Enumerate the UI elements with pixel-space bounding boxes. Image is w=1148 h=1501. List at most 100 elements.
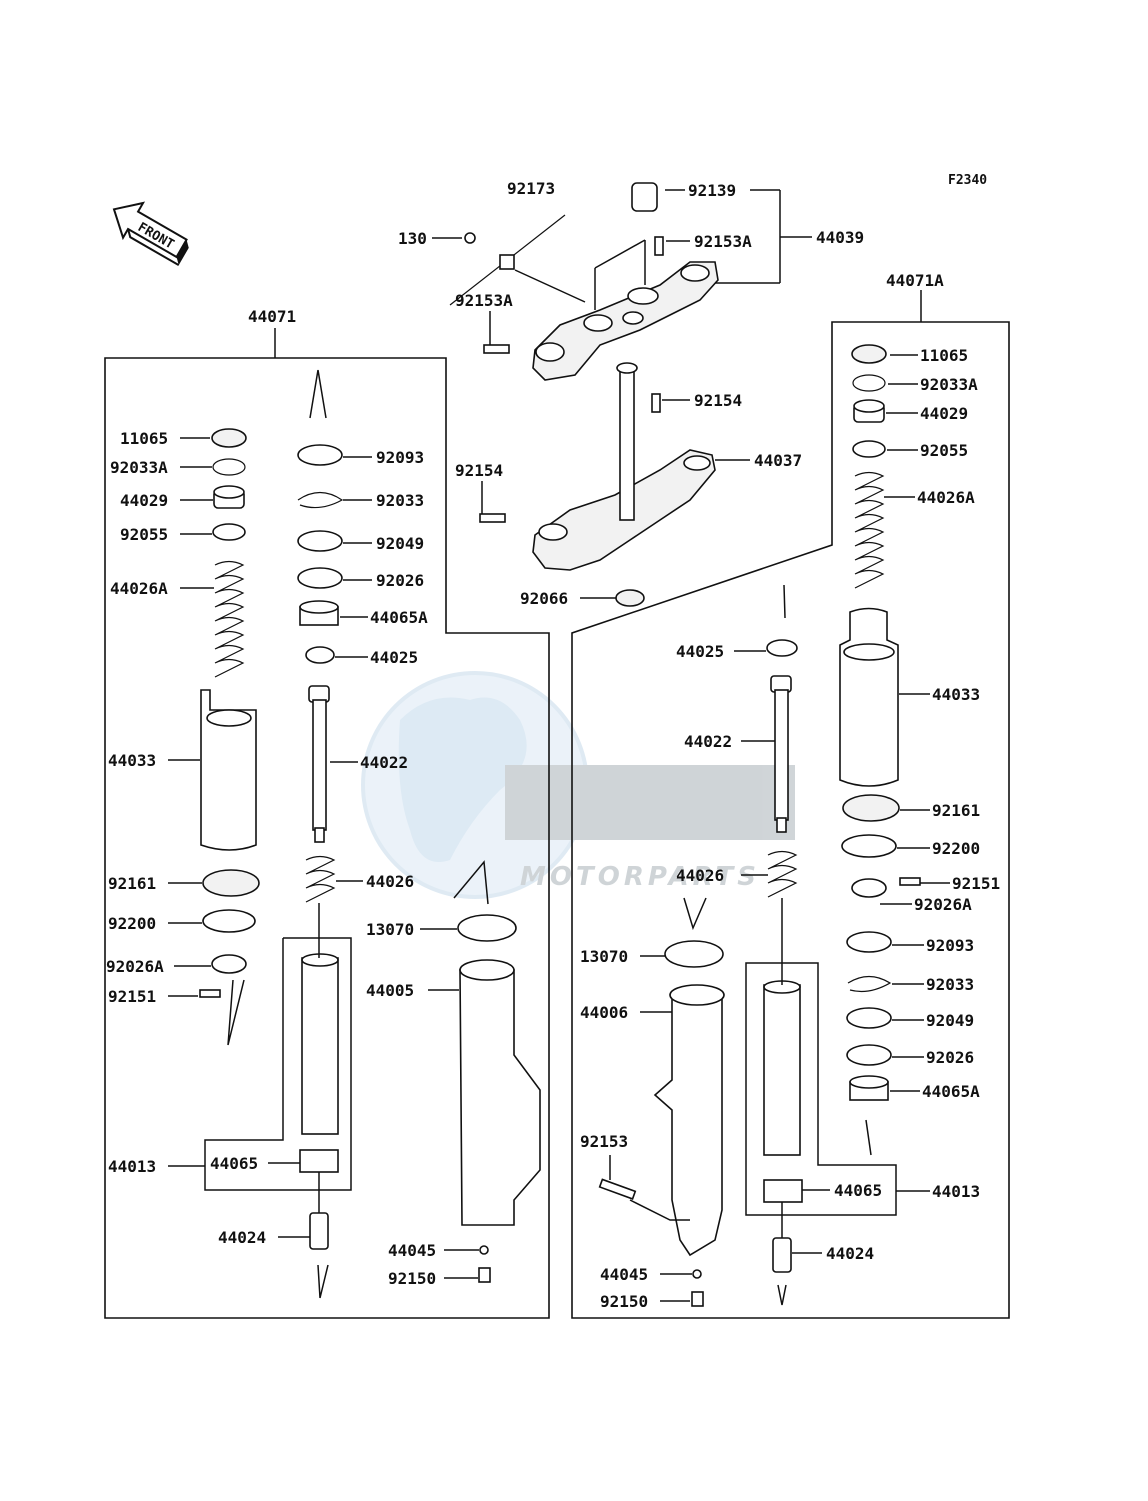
- label-11065-left: 11065: [120, 429, 168, 448]
- label-92153-right: 92153: [580, 1132, 628, 1151]
- label-92139: 92139: [688, 181, 736, 200]
- label-44026-right: 44026: [676, 866, 724, 885]
- label-92033-left: 92033: [376, 491, 424, 510]
- tube-44033-right: [839, 607, 899, 787]
- inner-tube-right: [763, 980, 801, 1156]
- label-92154-a: 92154: [694, 391, 742, 410]
- label-44029-right: 44029: [920, 404, 968, 423]
- lock-44024-right: [772, 1237, 792, 1273]
- watermark-sub: MOTORPARTS: [520, 862, 760, 892]
- label-92026A-right: 92026A: [914, 895, 972, 914]
- label-92173: 92173: [507, 179, 555, 198]
- bolt-92151-right: [899, 877, 921, 886]
- bolt-92150-left: [478, 1267, 491, 1283]
- bolt-92153-right: [598, 1178, 637, 1200]
- label-92153A-b: 92153A: [455, 291, 513, 310]
- oring-92033A-right: [852, 374, 886, 392]
- inner-tube-left: [301, 953, 339, 1135]
- label-44026A-right: 44026A: [917, 488, 975, 507]
- outer-tube-44005: [459, 959, 541, 1226]
- label-92055-right: 92055: [920, 441, 968, 460]
- front-arrow-icon: FRONT: [112, 201, 189, 267]
- spring-44026-left: [305, 855, 336, 903]
- label-44026-left: 44026: [366, 872, 414, 891]
- label-44029-left: 44029: [120, 491, 168, 510]
- spring-44026A-right: [854, 471, 885, 589]
- piston-44022-left: [308, 685, 330, 843]
- upper-triple-clamp: [532, 261, 719, 381]
- lock-44024-left: [309, 1212, 329, 1250]
- label-44013-left: 44013: [108, 1157, 156, 1176]
- oring-13070-left: [457, 914, 517, 942]
- bolt-92154-b: [479, 513, 506, 523]
- oring-92055-right: [852, 440, 886, 458]
- bolt-92154-a: [651, 393, 661, 413]
- label-92200-right: 92200: [932, 839, 980, 858]
- label-130: 130: [398, 229, 427, 248]
- tube-44033-left: [200, 689, 257, 851]
- bolt-130: [464, 232, 476, 244]
- label-44033-right: 44033: [932, 685, 980, 704]
- right-fork-group-box: [571, 321, 1010, 1319]
- seal-92049-right: [846, 1007, 892, 1029]
- label-13070-left: 13070: [366, 920, 414, 939]
- lower-triple-clamp: [532, 362, 716, 571]
- label-44024-right: 44024: [826, 1244, 874, 1263]
- label-92049-left: 92049: [376, 534, 424, 553]
- bolt-92150-right: [691, 1291, 704, 1307]
- label-92033A-left: 92033A: [110, 458, 168, 477]
- label-92033A-right: 92033A: [920, 375, 978, 394]
- spring-44026A-left: [214, 560, 245, 678]
- washer-44045-right: [692, 1269, 702, 1279]
- bushing-92139: [631, 182, 658, 212]
- label-44033-left: 44033: [108, 751, 156, 770]
- bracket-92173: [499, 254, 515, 270]
- seal-92049-left: [297, 530, 343, 552]
- label-92154-b: 92154: [455, 461, 503, 480]
- piston-44022-right: [770, 675, 792, 833]
- label-92066: 92066: [520, 589, 568, 608]
- bolt-92151-left: [199, 989, 221, 998]
- label-92161-right: 92161: [932, 801, 980, 820]
- label-92150-left: 92150: [388, 1269, 436, 1288]
- label-44065A-right: 44065A: [922, 1082, 980, 1101]
- cap-11065-right: [851, 344, 887, 364]
- plug-44029-left: [213, 485, 245, 509]
- label-92151-left: 92151: [108, 987, 156, 1006]
- label-92049-right: 92049: [926, 1011, 974, 1030]
- label-92093-left: 92093: [376, 448, 424, 467]
- label-92161-left: 92161: [108, 874, 156, 893]
- oring-92055-left: [212, 523, 246, 541]
- label-44065-right: 44065: [834, 1181, 882, 1200]
- label-44022-right: 44022: [684, 732, 732, 751]
- spring-44026-right: [767, 850, 798, 898]
- oring-13070-right: [664, 940, 724, 968]
- washer-92161-left: [202, 869, 260, 897]
- label-92026-right: 92026: [926, 1048, 974, 1067]
- label-44006: 44006: [580, 1003, 628, 1022]
- clip-92033-right: [847, 975, 892, 993]
- label-44045-right: 44045: [600, 1265, 648, 1284]
- bolt-92153A-a: [654, 236, 664, 256]
- cap-11065-left: [211, 428, 247, 448]
- seal-92066: [615, 589, 645, 607]
- washer-92200-left: [202, 909, 256, 933]
- label-92200-left: 92200: [108, 914, 156, 933]
- label-44024-left: 44024: [218, 1228, 266, 1247]
- label-11065-right: 11065: [920, 346, 968, 365]
- bushing-44065A-left: [299, 600, 339, 626]
- label-92055-left: 92055: [120, 525, 168, 544]
- label-44025-left: 44025: [370, 648, 418, 667]
- label-92033-right: 92033: [926, 975, 974, 994]
- label-92093-right: 92093: [926, 936, 974, 955]
- clamp-92026A-left: [211, 954, 247, 974]
- plug-44029-right: [853, 399, 885, 423]
- bushing-44025-right: [766, 639, 798, 657]
- label-44005: 44005: [366, 981, 414, 1000]
- clip-92033-left: [297, 491, 344, 509]
- seal-92093-right: [846, 931, 892, 953]
- label-44065-left: 44065: [210, 1154, 258, 1173]
- label-44013-right: 44013: [932, 1182, 980, 1201]
- label-44022-left: 44022: [360, 753, 408, 772]
